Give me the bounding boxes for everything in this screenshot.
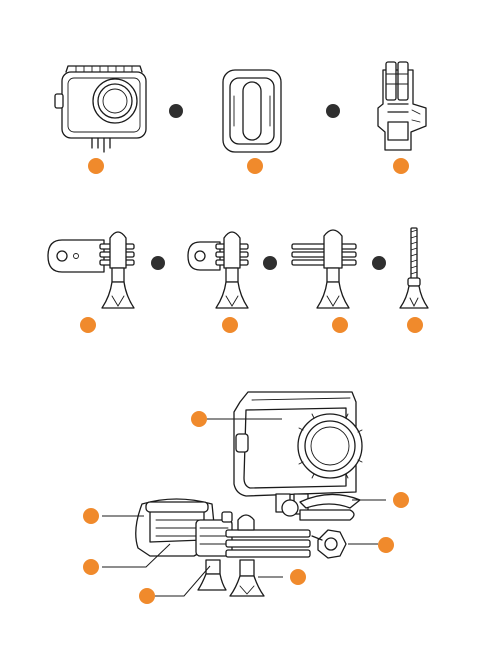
- callout-marker: [378, 537, 394, 553]
- long-extension-arm-illustration: [48, 232, 134, 308]
- waterproof-case-illustration: [55, 66, 146, 152]
- callout-marker: [290, 569, 306, 585]
- callout-marker: [407, 317, 423, 333]
- callout-marker: [139, 588, 155, 604]
- thumb-screw-illustration: [400, 228, 428, 308]
- separator-dot: [326, 104, 340, 118]
- quick-release-buckle-illustration: [378, 62, 426, 150]
- callout-marker: [247, 158, 263, 174]
- callout-marker: [222, 317, 238, 333]
- adhesive-mount-illustration: [223, 70, 281, 152]
- callout-marker: [332, 317, 348, 333]
- separator-dot: [169, 104, 183, 118]
- short-extension-arm-illustration: [188, 232, 248, 308]
- separator-dot: [263, 256, 277, 270]
- separator-dot: [151, 256, 165, 270]
- callout-marker: [83, 508, 99, 524]
- callout-marker: [88, 158, 104, 174]
- callout-marker: [80, 317, 96, 333]
- callout-marker: [191, 411, 207, 427]
- assembly-illustration: [136, 392, 362, 596]
- separator-dot: [372, 256, 386, 270]
- callout-marker: [393, 492, 409, 508]
- callout-marker: [393, 158, 409, 174]
- double-extension-arm-illustration: [292, 230, 356, 308]
- callout-marker: [83, 559, 99, 575]
